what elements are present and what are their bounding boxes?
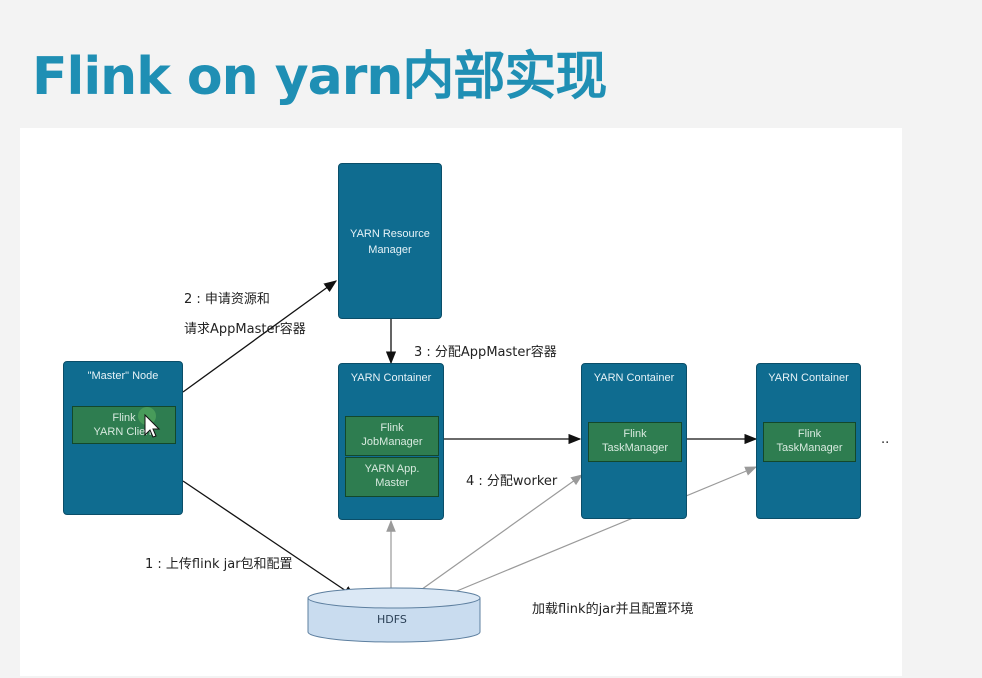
- container-title: YARN Container: [350, 372, 432, 384]
- ellipsis-more-containers: ..: [881, 432, 890, 447]
- arrow-upload-jar: [182, 480, 357, 598]
- flink-taskmanager-1: Flink TaskManager: [588, 422, 682, 462]
- step-3-label: 3 : 分配AppMaster容器: [414, 345, 557, 360]
- step-2-label-line1: 2 : 申请资源和: [184, 292, 270, 307]
- resource-manager-label: YARN Resource Manager: [350, 228, 430, 256]
- master-node: "Master" Node Flink YARN Client: [63, 361, 183, 515]
- arrow-load-to-worker-2: [439, 466, 758, 599]
- step-2-label-line2: 请求AppMaster容器: [184, 322, 306, 337]
- step-1-label: 1 : 上传flink jar包和配置: [145, 557, 293, 572]
- load-jar-note: 加载flink的jar并且配置环境: [532, 602, 694, 617]
- yarn-resource-manager: YARN Resource Manager: [338, 163, 442, 319]
- container-title: YARN Container: [768, 372, 849, 384]
- yarn-container-appmaster: YARN Container Flink JobManager YARN App…: [338, 363, 444, 520]
- hdfs-label: HDFS: [377, 613, 407, 626]
- container-title: YARN Container: [593, 372, 675, 384]
- flink-jobmanager: Flink JobManager: [345, 416, 439, 456]
- flink-yarn-client: Flink YARN Client: [72, 406, 176, 444]
- mouse-cursor-icon: [138, 407, 161, 438]
- yarn-app-master: YARN App. Master: [345, 457, 439, 497]
- yarn-container-worker-2: YARN Container Flink TaskManager: [756, 363, 861, 519]
- arrow-request-resources: [182, 280, 338, 393]
- master-node-title: "Master" Node: [87, 370, 159, 382]
- slide-title: Flink on yarn内部实现: [32, 47, 607, 107]
- yarn-container-worker-1: YARN Container Flink TaskManager: [581, 363, 687, 519]
- hdfs-cylinder: [307, 587, 481, 643]
- step-4-label: 4 : 分配worker: [466, 474, 558, 489]
- arrow-load-to-worker-1: [417, 474, 583, 593]
- flink-taskmanager-2: Flink TaskManager: [763, 422, 856, 462]
